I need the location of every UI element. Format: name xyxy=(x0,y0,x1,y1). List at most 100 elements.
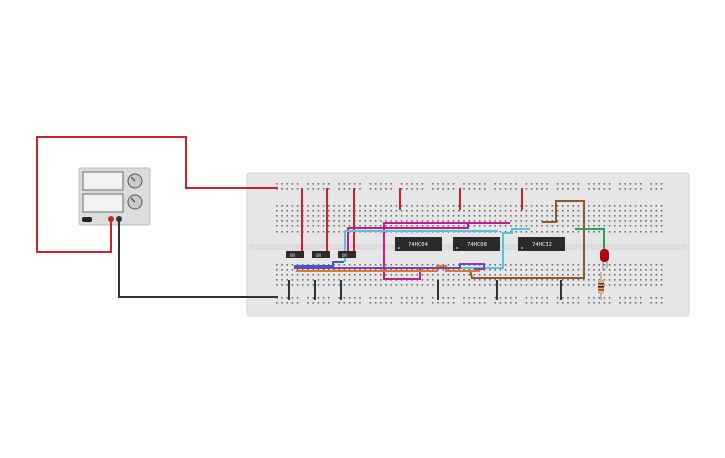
breadboard-hole[interactable] xyxy=(655,220,658,222)
breadboard-hole[interactable] xyxy=(640,225,642,227)
breadboard-hole[interactable] xyxy=(432,205,434,207)
breadboard-hole[interactable] xyxy=(374,210,377,212)
breadboard-hole[interactable] xyxy=(333,225,335,227)
breadboard-hole[interactable] xyxy=(338,264,340,266)
breadboard-hole[interactable] xyxy=(629,264,632,266)
breadboard-hole[interactable] xyxy=(541,210,543,212)
breadboard-hole[interactable] xyxy=(281,269,283,271)
breadboard-hole[interactable] xyxy=(510,274,512,276)
breadboard-hole[interactable] xyxy=(380,215,382,217)
breadboard-hole[interactable] xyxy=(338,302,340,304)
breadboard-hole[interactable] xyxy=(624,210,626,212)
breadboard-hole[interactable] xyxy=(598,215,600,217)
breadboard-hole[interactable] xyxy=(478,302,481,304)
wire-positive-supply[interactable] xyxy=(36,136,278,253)
breadboard-hole[interactable] xyxy=(650,215,652,217)
breadboard-hole[interactable] xyxy=(400,269,403,271)
breadboard-hole[interactable] xyxy=(442,220,444,222)
breadboard-hole[interactable] xyxy=(442,284,444,286)
breadboard-hole[interactable] xyxy=(504,210,507,212)
breadboard-hole[interactable] xyxy=(421,279,424,281)
breadboard-hole[interactable] xyxy=(286,225,288,227)
breadboard-hole[interactable] xyxy=(442,274,444,276)
wire-orange[interactable] xyxy=(296,265,480,272)
breadboard-hole[interactable] xyxy=(530,279,533,281)
breadboard-hole[interactable] xyxy=(406,215,408,217)
breadboard-hole[interactable] xyxy=(463,297,465,299)
breadboard-hole[interactable] xyxy=(390,183,392,185)
breadboard-hole[interactable] xyxy=(556,269,559,271)
breadboard-hole[interactable] xyxy=(593,274,595,276)
breadboard-hole[interactable] xyxy=(593,205,595,207)
breadboard-hole[interactable] xyxy=(582,284,585,286)
breadboard-hole[interactable] xyxy=(619,231,621,233)
breadboard-hole[interactable] xyxy=(452,205,455,207)
breadboard-hole[interactable] xyxy=(588,302,590,304)
breadboard-hole[interactable] xyxy=(478,188,481,190)
breadboard-hole[interactable] xyxy=(369,225,372,227)
breadboard-hole[interactable] xyxy=(655,279,658,281)
breadboard-hole[interactable] xyxy=(359,225,361,227)
breadboard-hole[interactable] xyxy=(369,215,372,217)
breadboard-hole[interactable] xyxy=(458,279,460,281)
breadboard-hole[interactable] xyxy=(546,297,548,299)
breadboard-hole[interactable] xyxy=(598,302,600,304)
breadboard-hole[interactable] xyxy=(442,225,444,227)
breadboard-hole[interactable] xyxy=(598,188,600,190)
breadboard-hole[interactable] xyxy=(640,274,642,276)
breadboard-hole[interactable] xyxy=(442,269,444,271)
breadboard-hole[interactable] xyxy=(567,205,569,207)
breadboard-hole[interactable] xyxy=(359,205,361,207)
breadboard-hole[interactable] xyxy=(562,215,564,217)
wire-magenta-b[interactable] xyxy=(383,222,510,270)
breadboard-hole[interactable] xyxy=(640,269,642,271)
breadboard-hole[interactable] xyxy=(634,269,637,271)
breadboard-hole[interactable] xyxy=(406,210,408,212)
breadboard-hole[interactable] xyxy=(317,188,320,190)
breadboard-hole[interactable] xyxy=(364,225,366,227)
breadboard-hole[interactable] xyxy=(380,264,382,266)
breadboard-hole[interactable] xyxy=(640,264,642,266)
wire-brown[interactable] xyxy=(469,200,585,279)
breadboard-hole[interactable] xyxy=(541,269,543,271)
breadboard-hole[interactable] xyxy=(515,231,517,233)
breadboard-hole[interactable] xyxy=(369,274,372,276)
breadboard-hole[interactable] xyxy=(374,264,377,266)
breadboard-hole[interactable] xyxy=(468,284,470,286)
breadboard-hole[interactable] xyxy=(478,297,481,299)
led-red[interactable] xyxy=(600,249,609,270)
breadboard-hole[interactable] xyxy=(598,231,600,233)
breadboard-hole[interactable] xyxy=(567,297,569,299)
breadboard-hole[interactable] xyxy=(317,297,320,299)
breadboard-hole[interactable] xyxy=(343,188,346,190)
breadboard-hole[interactable] xyxy=(421,183,424,185)
breadboard-hole[interactable] xyxy=(510,297,512,299)
breadboard-hole[interactable] xyxy=(276,205,278,207)
breadboard-hole[interactable] xyxy=(416,188,418,190)
breadboard-hole[interactable] xyxy=(655,274,658,276)
breadboard-hole[interactable] xyxy=(541,231,543,233)
breadboard-hole[interactable] xyxy=(567,183,569,185)
breadboard-hole[interactable] xyxy=(499,284,502,286)
breadboard-hole[interactable] xyxy=(291,220,294,222)
breadboard-hole[interactable] xyxy=(645,231,647,233)
breadboard-hole[interactable] xyxy=(385,264,387,266)
breadboard-hole[interactable] xyxy=(577,220,580,222)
breadboard-hole[interactable] xyxy=(588,225,590,227)
breadboard-hole[interactable] xyxy=(333,284,335,286)
breadboard-hole[interactable] xyxy=(577,231,580,233)
breadboard-hole[interactable] xyxy=(536,220,538,222)
breadboard-hole[interactable] xyxy=(322,231,325,233)
breadboard-hole[interactable] xyxy=(463,225,465,227)
breadboard-hole[interactable] xyxy=(525,264,528,266)
breadboard-hole[interactable] xyxy=(369,188,372,190)
breadboard-hole[interactable] xyxy=(556,274,559,276)
breadboard-hole[interactable] xyxy=(640,302,642,304)
breadboard-hole[interactable] xyxy=(390,274,392,276)
breadboard-hole[interactable] xyxy=(385,274,387,276)
breadboard-hole[interactable] xyxy=(603,183,606,185)
breadboard-hole[interactable] xyxy=(530,220,533,222)
breadboard-hole[interactable] xyxy=(364,264,366,266)
breadboard-hole[interactable] xyxy=(619,188,621,190)
breadboard-hole[interactable] xyxy=(572,183,574,185)
